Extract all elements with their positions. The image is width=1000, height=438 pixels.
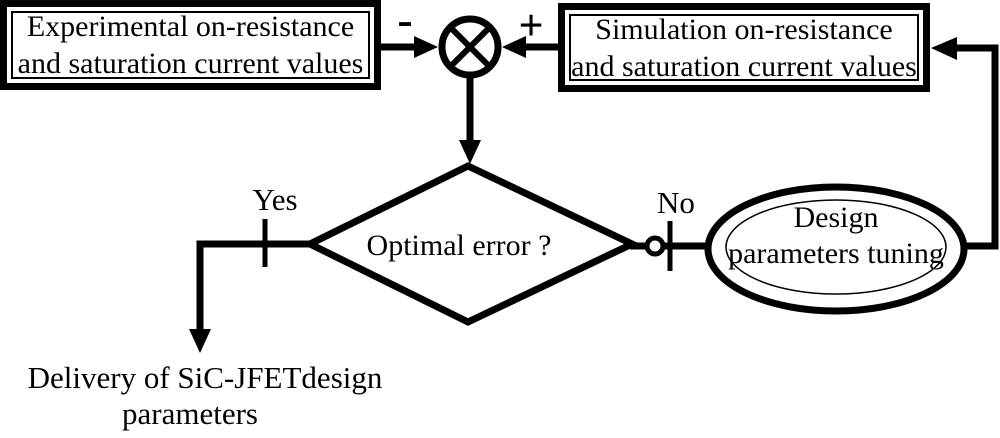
feedback-line [941,44,999,250]
simulation-arrowhead-icon [502,36,526,58]
delivery-text-line2: parameters [122,396,258,431]
decision-label: Optimal error ? [366,229,552,262]
feedback-arrowhead-icon [931,37,957,60]
experimental-values-box: Experimental on-resistance and saturatio… [0,0,381,90]
tuning-ellipse-line1: Design [793,201,879,234]
simulation-values-box: Simulation on-resistance and saturation … [558,3,930,92]
tuning-ellipse-line2: parameters tuning [728,237,944,270]
simulation-box-line2: and saturation current values [571,49,917,83]
decision-diamond-shape [302,162,641,326]
summing-junction-x-icon [447,24,493,70]
decision-arrowhead-icon [459,140,481,164]
decision-output-node-circle [644,235,666,257]
experimental-box-line2: and saturation current values [17,47,364,80]
simulation-box-line1: Simulation on-resistance [595,12,893,46]
experimental-arrowhead-icon [414,36,438,58]
tuning-ellipse-label: Design parameters tuning [711,200,961,272]
tuning-ellipse-outer [704,183,968,315]
experimental-box-line1: Experimental on-resistance [26,10,355,43]
experimental-values-box-inner: Experimental on-resistance and saturatio… [11,10,370,80]
plus-sign-label: + [518,1,544,50]
simulation-values-box-inner: Simulation on-resistance and saturation … [569,12,919,83]
yes-branch-label: Yes [252,182,298,217]
delivery-text-line1: Delivery of SiC-JFETdesign [27,360,383,395]
no-branch-label: No [657,185,695,220]
yes-connector-line [196,240,312,341]
tuning-ellipse-inner [725,199,947,295]
minus-sign-label: - [397,0,413,45]
yes-arrowhead-icon [189,329,211,353]
